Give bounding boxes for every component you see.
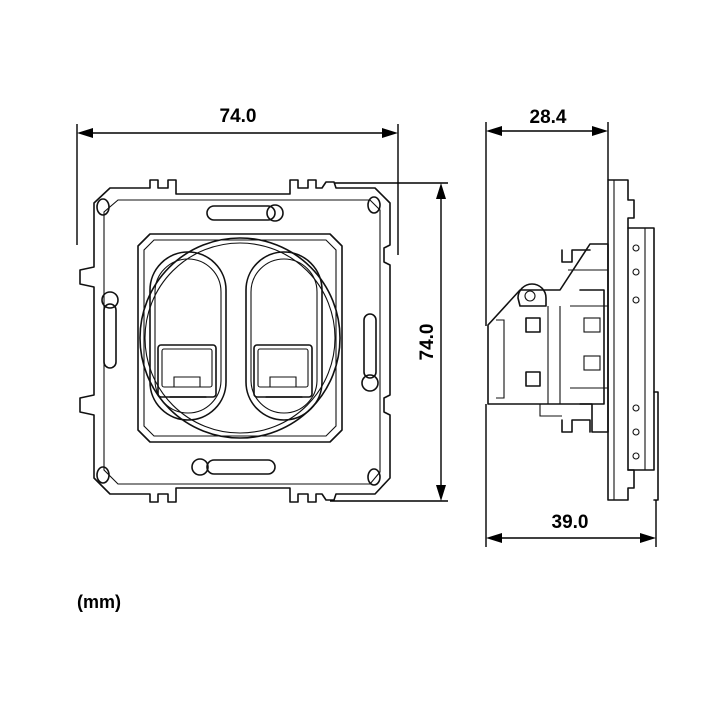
dimension-front-height: 74.0 bbox=[330, 182, 448, 502]
side-depth-top-label: 28.4 bbox=[530, 107, 567, 128]
side-depth-bottom-label: 39.0 bbox=[552, 512, 589, 533]
dimension-side-depth-bottom: 39.0 bbox=[485, 404, 657, 547]
bottom-slot bbox=[206, 459, 276, 475]
top-slot-hole bbox=[266, 204, 284, 222]
socket-right bbox=[245, 251, 323, 421]
top-slot bbox=[206, 205, 276, 221]
corner-hole-bottom-left bbox=[96, 466, 110, 484]
side-latch bbox=[517, 283, 547, 307]
front-height-label: 74.0 bbox=[417, 324, 438, 361]
corner-hole-bottom-right bbox=[367, 468, 381, 486]
round-plate-inner bbox=[144, 242, 336, 434]
side-view bbox=[487, 179, 659, 501]
side-frame bbox=[627, 227, 655, 471]
front-width-label: 74.0 bbox=[220, 106, 257, 127]
corner-hole-top-right bbox=[367, 196, 381, 214]
side-top-clip bbox=[561, 249, 591, 263]
dimension-front-width: 74.0 bbox=[76, 106, 399, 255]
unit-label: (mm) bbox=[77, 592, 121, 612]
insert-frame-inner bbox=[143, 239, 337, 437]
left-slot bbox=[103, 303, 117, 369]
side-bottom-clip bbox=[561, 419, 591, 433]
bottom-slot-hole bbox=[191, 458, 209, 476]
left-slot-hole bbox=[101, 291, 119, 309]
mounting-plate-outline bbox=[79, 179, 391, 503]
right-slot-hole bbox=[361, 374, 379, 392]
dimension-side-depth-top: 28.4 bbox=[485, 107, 609, 326]
corner-hole-top-left bbox=[96, 198, 110, 216]
insert-frame bbox=[137, 233, 343, 443]
socket-left bbox=[149, 251, 227, 421]
right-slot bbox=[363, 313, 377, 379]
front-view bbox=[79, 179, 391, 503]
round-plate bbox=[139, 237, 341, 439]
